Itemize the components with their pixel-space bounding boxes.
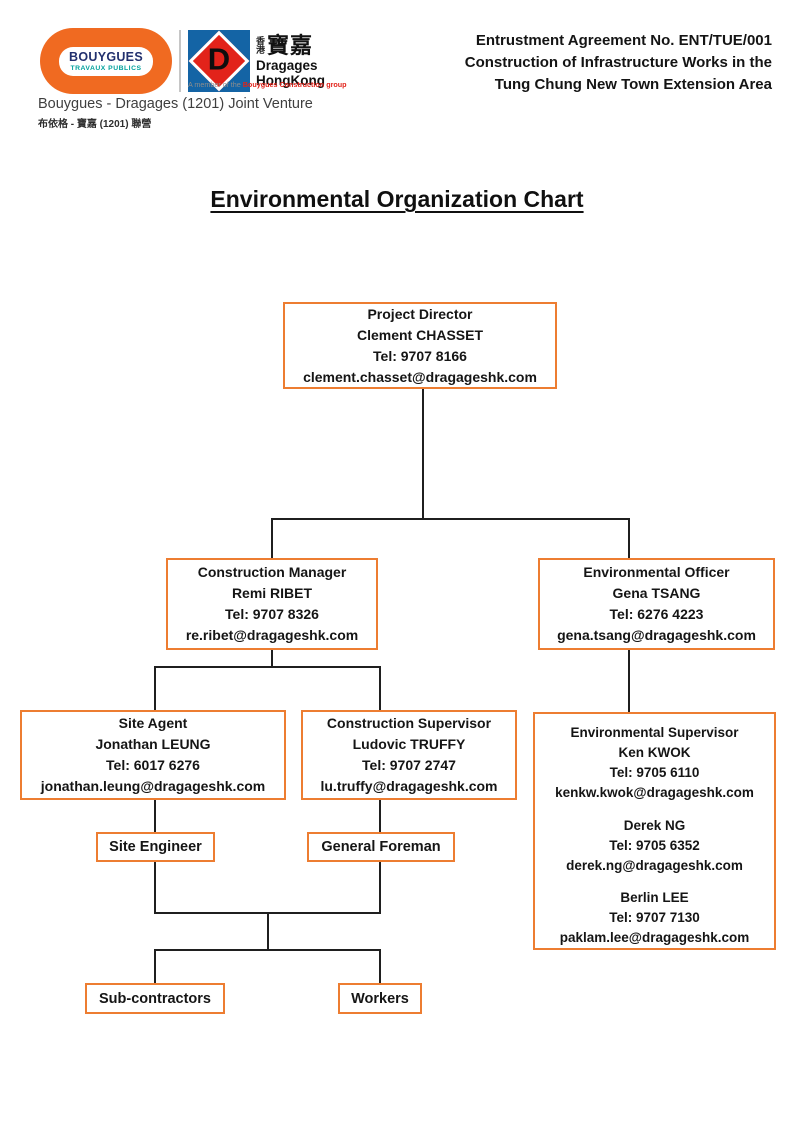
node-environmental-supervisor: Environmental Supervisor Ken KWOK Tel: 9… xyxy=(533,712,776,950)
bouygues-subtitle: TRAVAUX PUBLICS xyxy=(70,64,142,72)
dragages-name-line2: HongKong xyxy=(256,73,325,88)
person-email: gena.tsang@dragageshk.com xyxy=(557,627,756,643)
node-environmental-officer: Environmental Officer Gena TSANG Tel: 62… xyxy=(538,558,775,650)
person-tel: Tel: 6017 6276 xyxy=(106,757,200,773)
node-construction-supervisor: Construction Supervisor Ludovic TRUFFY T… xyxy=(301,710,517,800)
node-sub-contractors: Sub-contractors xyxy=(85,983,225,1014)
node-site-agent: Site Agent Jonathan LEUNG Tel: 6017 6276… xyxy=(20,710,286,800)
joint-venture-name-cn: 布依格 - 寶嘉 (1201) 聯營 xyxy=(38,119,152,130)
dragages-d-letter: D xyxy=(207,41,231,77)
node-workers: Workers xyxy=(338,983,422,1014)
dragages-logo: D 香港 寶嘉 Dragages HongKong xyxy=(188,30,325,92)
node-site-engineer: Site Engineer xyxy=(96,832,215,862)
node-project-director: Project Director Clement CHASSET Tel: 97… xyxy=(283,302,557,389)
person-tel: Tel: 9707 2747 xyxy=(362,757,456,773)
dragages-cn-big: 寶嘉 xyxy=(267,33,314,58)
role-label: General Foreman xyxy=(321,839,441,855)
person-email: re.ribet@dragageshk.com xyxy=(185,627,359,643)
bouygues-logo: BOUYGUES TRAVAUX PUBLICS xyxy=(40,28,172,94)
dragages-cn-small: 香港 xyxy=(256,35,266,55)
person-tel: Tel: 9705 6110 xyxy=(609,765,700,780)
role-label: Workers xyxy=(351,990,409,1007)
agreement-line-2: Construction of Infrastructure Works in … xyxy=(464,54,772,71)
node-construction-manager: Construction Manager Remi RIBET Tel: 970… xyxy=(166,558,378,650)
person-email: clement.chasset@dragageshk.com xyxy=(303,368,537,385)
person-name: Berlin LEE xyxy=(620,890,689,905)
agreement-line-3: Tung Chung New Town Extension Area xyxy=(494,76,772,93)
person-name: Gena TSANG xyxy=(612,585,701,601)
joint-venture-name-en: Bouygues - Dragages (1201) Joint Venture xyxy=(38,96,313,112)
person-name: Ken KWOK xyxy=(618,745,691,760)
person-tel: Tel: 9707 7130 xyxy=(609,910,700,925)
node-general-foreman: General Foreman xyxy=(307,832,455,862)
person-email: derek.ng@dragageshk.com xyxy=(566,857,743,873)
person-tel: Tel: 9705 6352 xyxy=(609,837,700,853)
person-email: jonathan.leung@dragageshk.com xyxy=(40,778,266,794)
person-tel: Tel: 6276 4223 xyxy=(609,606,704,622)
person-name: Clement CHASSET xyxy=(356,326,484,343)
role-label: Environmental Supervisor xyxy=(570,725,739,740)
page-title: Environmental Organization Chart xyxy=(210,186,584,212)
person-email: kenkw.kwok@dragageshk.com xyxy=(555,785,754,800)
dragages-diamond-icon: D xyxy=(188,30,250,92)
role-label: Construction Manager xyxy=(197,564,347,580)
person-name: Remi RIBET xyxy=(231,585,313,601)
person-tel: Tel: 9707 8166 xyxy=(373,347,467,364)
dragages-name-line1: Dragages xyxy=(256,58,318,73)
logo-divider xyxy=(179,30,181,92)
bouygues-wordmark: BOUYGUES xyxy=(69,49,143,64)
person-tel: Tel: 9707 8326 xyxy=(225,606,319,622)
bouygues-logo-pill: BOUYGUES TRAVAUX PUBLICS xyxy=(59,46,153,76)
role-label: Environmental Officer xyxy=(583,564,730,580)
role-label: Sub-contractors xyxy=(99,990,211,1007)
person-name: Derek NG xyxy=(623,817,686,833)
agreement-line-1: Entrustment Agreement No. ENT/TUE/001 xyxy=(475,32,772,49)
dragages-wordmark: 香港 寶嘉 Dragages HongKong xyxy=(256,30,325,92)
person-email: paklam.lee@dragageshk.com xyxy=(559,930,750,945)
member-of-group-line: A member of the Bouygues Construction gr… xyxy=(188,80,347,89)
agreement-title-block: Entrustment Agreement No. ENT/TUE/001 Co… xyxy=(352,30,772,96)
person-email: lu.truffy@dragageshk.com xyxy=(320,778,498,794)
person-name: Jonathan LEUNG xyxy=(95,736,211,752)
role-label: Project Director xyxy=(367,305,473,322)
person-name: Ludovic TRUFFY xyxy=(352,736,466,752)
role-label: Site Engineer xyxy=(109,839,202,855)
role-label: Site Agent xyxy=(118,715,188,731)
role-label: Construction Supervisor xyxy=(326,715,492,731)
